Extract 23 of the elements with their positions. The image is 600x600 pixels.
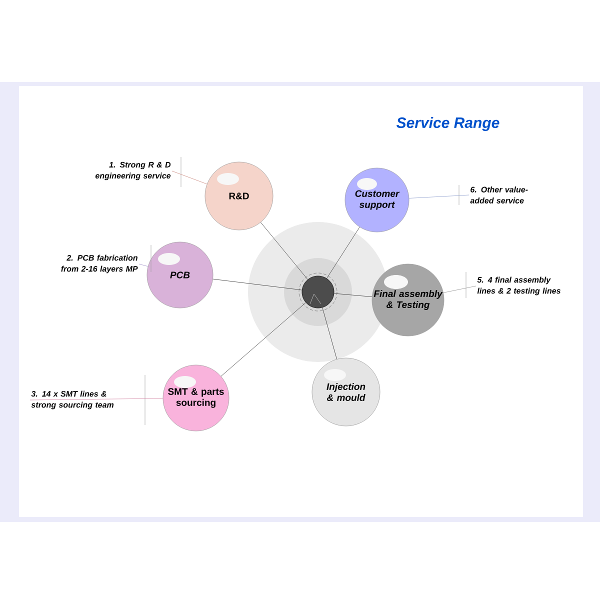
sphere: Injection & mould	[312, 358, 380, 426]
connector-line	[334, 293, 372, 297]
leader-line	[172, 170, 208, 184]
leader-line	[443, 286, 476, 293]
connector-line	[260, 222, 308, 280]
sphere: Final assembly & Testing	[372, 264, 444, 336]
sphere: PCB	[146, 242, 214, 308]
leader-line	[408, 194, 470, 198]
connector-line	[220, 302, 306, 376]
leader-line	[138, 264, 148, 267]
leader-line	[30, 398, 163, 400]
connector-line	[322, 307, 337, 360]
connector-line	[212, 278, 302, 290]
sphere: R&D	[204, 162, 274, 230]
callout-text: 1. Strong R & D engineering service	[95, 162, 171, 180]
callout-text: 3. 14 x SMT lines & strong sourcing team	[31, 390, 114, 410]
title: Service Range	[396, 117, 500, 131]
sphere: Customer support	[344, 168, 410, 232]
callout-text: 5. 4 final assembly lines & 2 testing lines	[477, 276, 560, 296]
sphere: SMT & parts sourcing	[162, 364, 230, 432]
connector-line	[326, 226, 360, 279]
callout-text: 6. Other value-added service	[470, 186, 528, 204]
callout-text: 2. PCB fabrication from 2-16 layers MP	[61, 254, 138, 274]
